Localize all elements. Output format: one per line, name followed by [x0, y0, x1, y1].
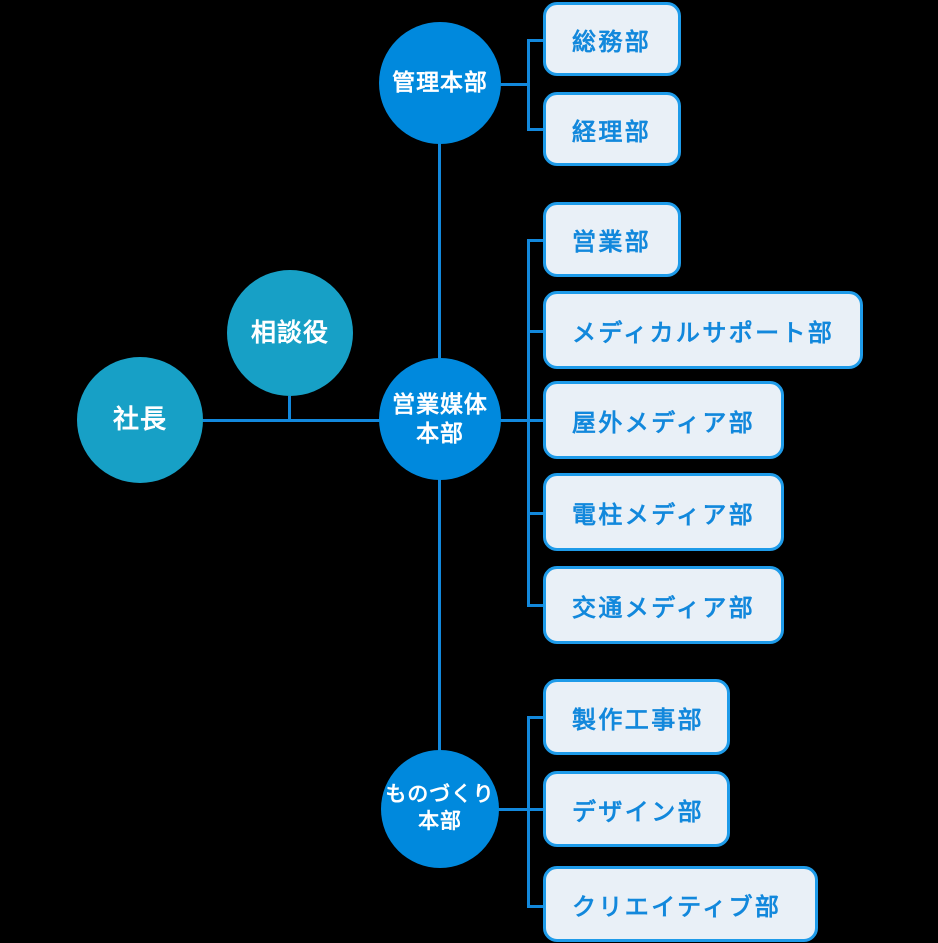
- node-general-affairs[interactable]: 総務部: [543, 2, 681, 76]
- node-sales-dept[interactable]: 営業部: [543, 202, 681, 277]
- node-utility-pole-media[interactable]: 電柱メディア部: [543, 473, 784, 551]
- node-transit-media[interactable]: 交通メディア部: [543, 566, 784, 644]
- connector-president-to-sales-horizontal: [202, 419, 380, 422]
- node-advisor[interactable]: 相談役: [227, 270, 353, 396]
- connector-making-out: [496, 808, 530, 811]
- node-making-hq-label: ものづくり 本部: [385, 782, 494, 836]
- node-medical-support-label: メディカルサポート部: [572, 319, 835, 347]
- connector-admin-to-accounting: [527, 128, 547, 131]
- node-accounting-label: 経理部: [572, 118, 652, 146]
- connector-sales-to-making-vertical: [438, 478, 441, 752]
- node-advisor-label: 相談役: [250, 319, 329, 347]
- connector-making-to-production: [527, 716, 547, 719]
- connector-sales-to-outdoor-media: [527, 419, 547, 422]
- node-making-hq[interactable]: ものづくり 本部: [381, 750, 499, 868]
- node-design-label: デザイン部: [572, 798, 704, 826]
- node-outdoor-media[interactable]: 屋外メディア部: [543, 381, 784, 459]
- node-outdoor-media-label: 屋外メディア部: [572, 409, 756, 437]
- connector-admin-to-general-affairs: [527, 39, 547, 42]
- node-admin-hq-label: 管理本部: [392, 69, 488, 96]
- node-general-affairs-label: 総務部: [572, 28, 652, 56]
- node-creative[interactable]: クリエイティブ部: [543, 866, 818, 942]
- node-production-label: 製作工事部: [572, 706, 704, 734]
- node-creative-label: クリエイティブ部: [572, 893, 782, 921]
- node-admin-hq[interactable]: 管理本部: [379, 22, 501, 144]
- node-sales-hq-label-line2: 本部: [416, 420, 464, 446]
- node-sales-hq[interactable]: 営業媒体 本部: [379, 358, 501, 480]
- connector-admin-trunk: [527, 39, 530, 131]
- node-sales-dept-label: 営業部: [572, 229, 652, 256]
- connector-admin-out: [497, 83, 530, 86]
- connector-sales-out: [498, 419, 530, 422]
- node-president[interactable]: 社長: [77, 357, 203, 483]
- connector-making-trunk: [527, 716, 530, 908]
- connector-making-to-creative: [527, 905, 547, 908]
- connector-making-to-design: [527, 808, 547, 811]
- node-accounting[interactable]: 経理部: [543, 92, 681, 166]
- node-medical-support[interactable]: メディカルサポート部: [543, 291, 863, 369]
- connector-sales-to-transit-media: [527, 604, 547, 607]
- connector-sales-to-utility-pole-media: [527, 512, 547, 515]
- connector-admin-to-sales-vertical: [438, 140, 441, 362]
- connector-sales-trunk: [527, 239, 530, 606]
- node-making-hq-label-line1: ものづくり: [385, 783, 495, 807]
- connector-sales-to-sales-dept: [527, 239, 547, 242]
- node-sales-hq-label-line1: 営業媒体: [392, 390, 488, 417]
- node-production[interactable]: 製作工事部: [543, 679, 730, 755]
- node-making-hq-label-line2: 本部: [418, 810, 462, 833]
- connector-sales-to-medical-support: [527, 330, 547, 333]
- node-utility-pole-media-label: 電柱メディア部: [572, 501, 756, 529]
- node-design[interactable]: デザイン部: [543, 771, 730, 847]
- connector-advisor-stub: [288, 396, 291, 421]
- node-sales-hq-label: 営業媒体 本部: [392, 390, 488, 449]
- node-president-label: 社長: [112, 404, 168, 435]
- node-transit-media-label: 交通メディア部: [572, 594, 756, 622]
